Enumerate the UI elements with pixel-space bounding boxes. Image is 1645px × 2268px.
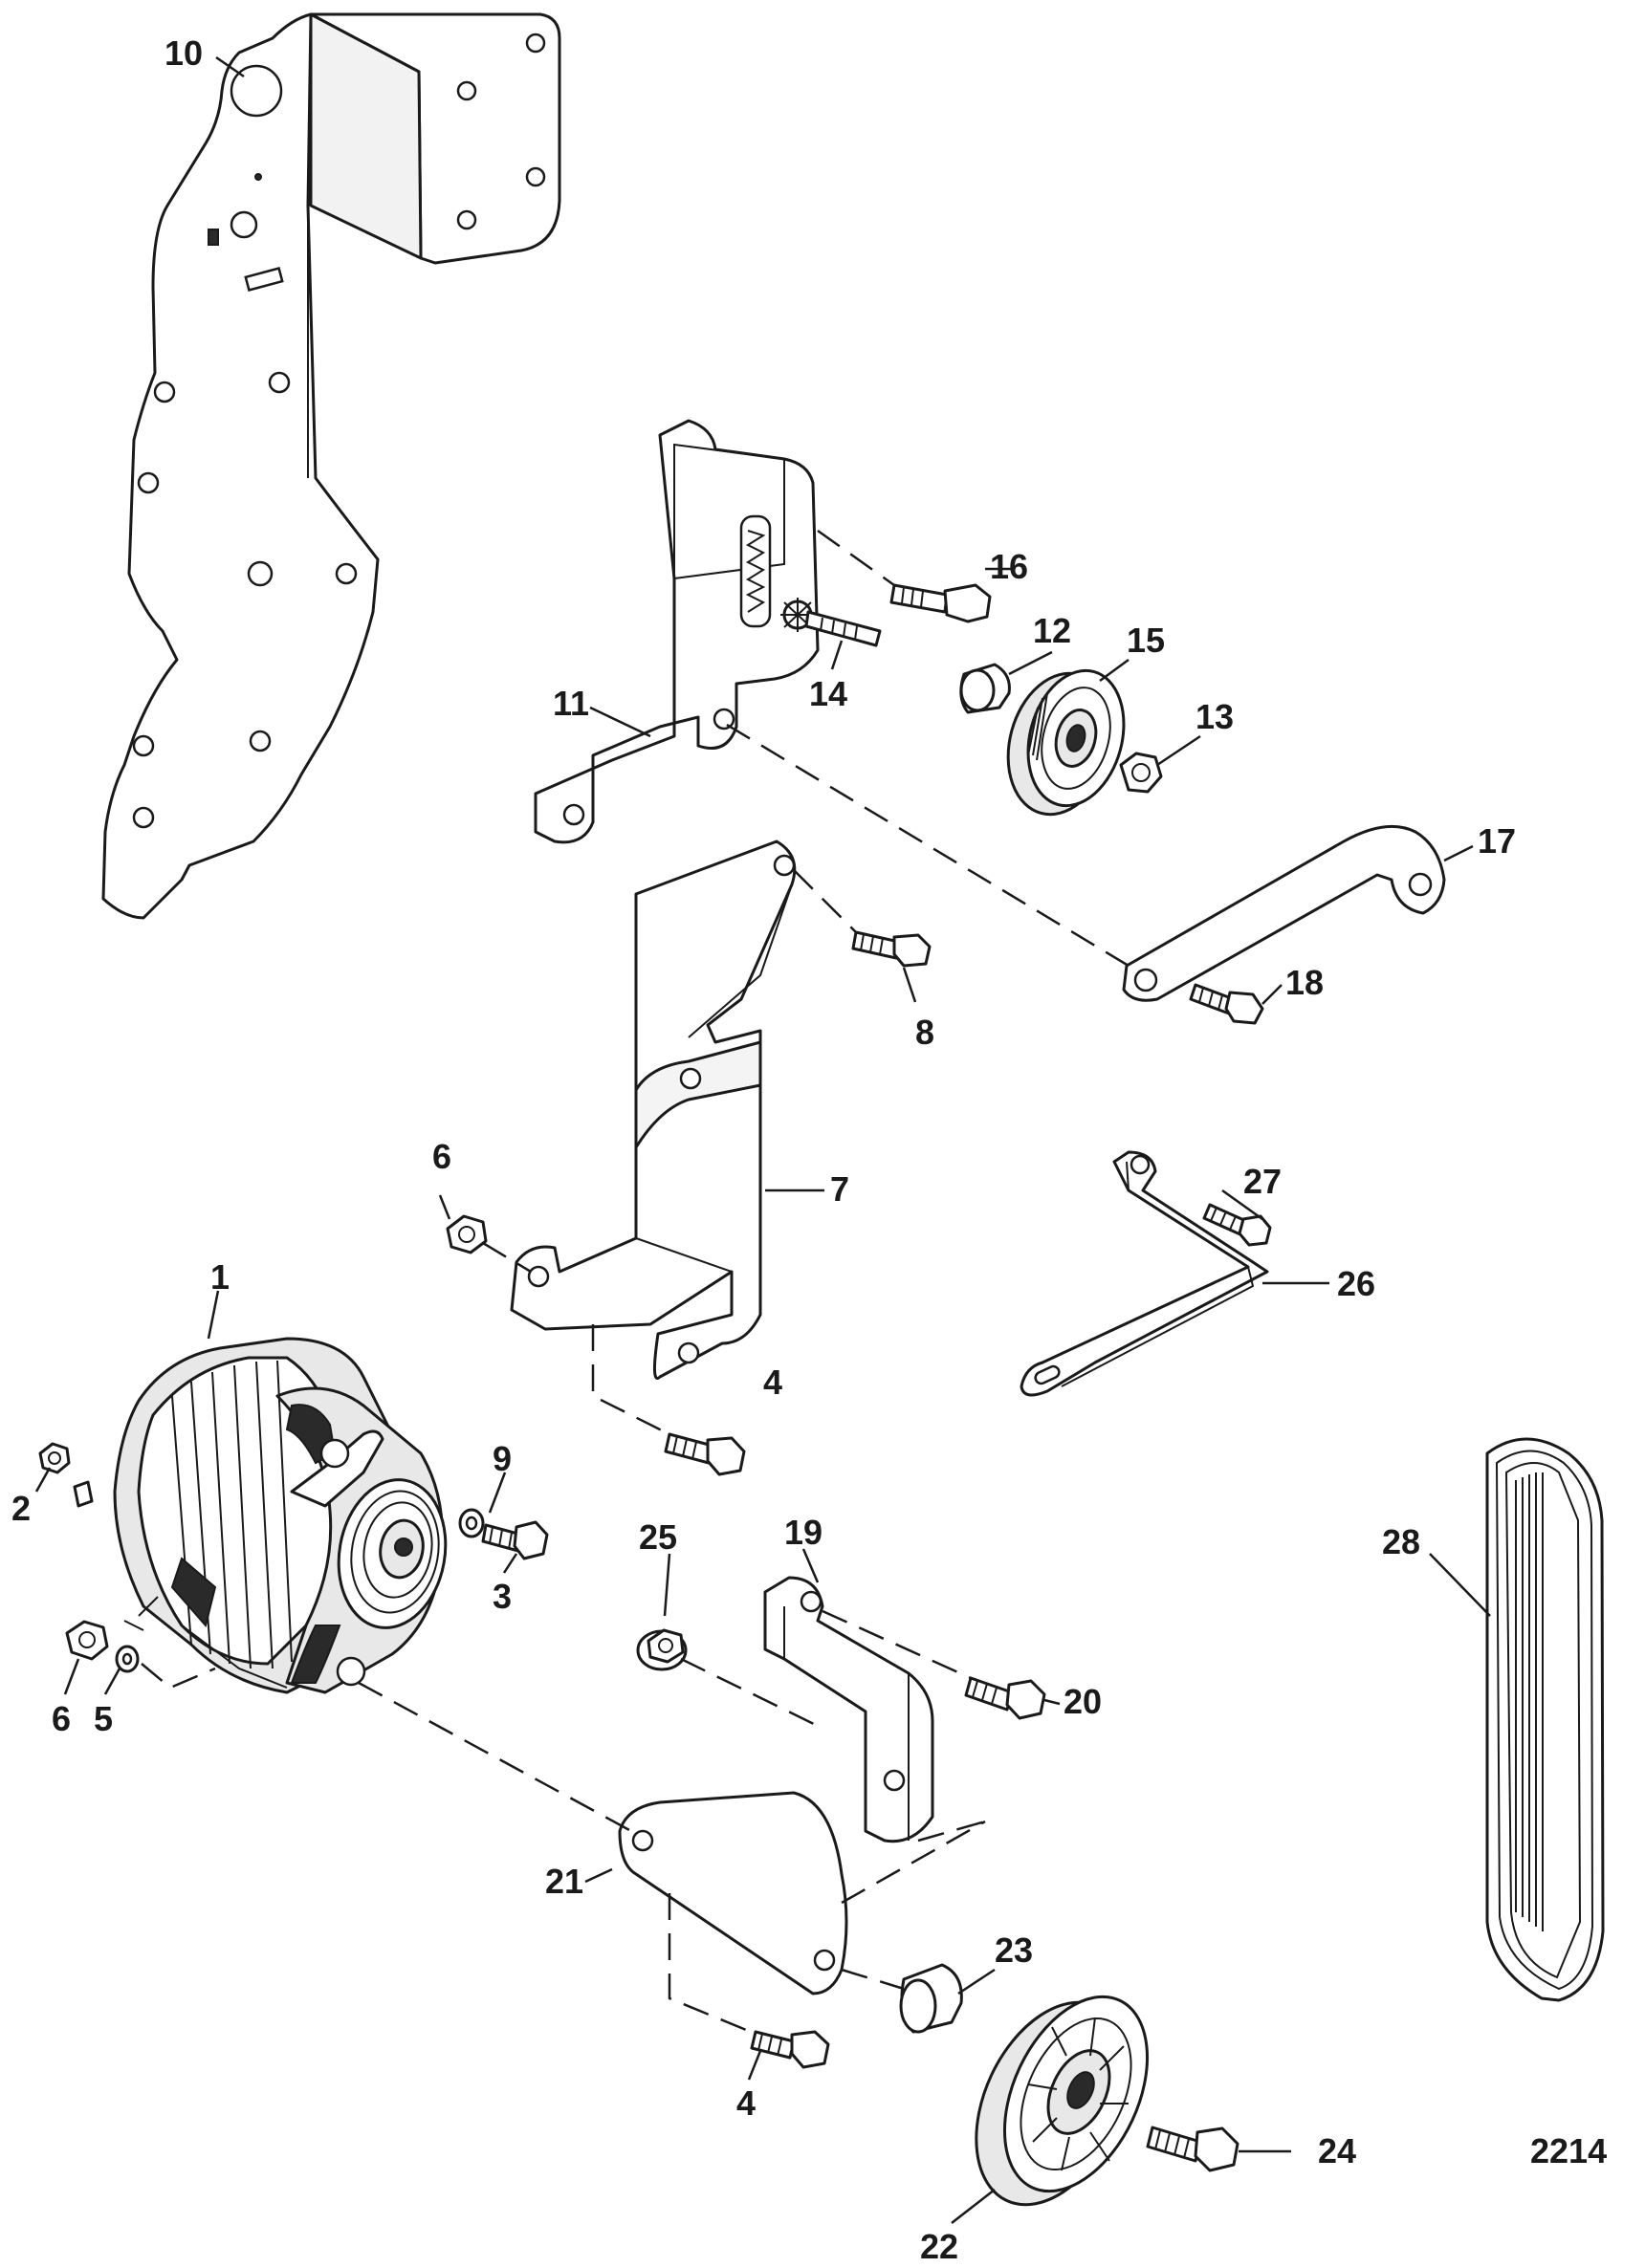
part-2-nut (38, 1442, 71, 1474)
part-6-nut-lower (65, 1620, 109, 1661)
callout-14: 14 (809, 674, 847, 713)
callout-2: 2 (11, 1489, 31, 1528)
callout-12: 12 (1033, 611, 1071, 650)
callout-4-upper: 4 (763, 1363, 782, 1402)
part-13-nut (1119, 752, 1163, 794)
callout-3: 3 (493, 1577, 512, 1616)
part-15-idler-pulley (1006, 668, 1126, 817)
part-6-nut-upper (446, 1214, 532, 1274)
callout-labels: 10 16 12 15 14 11 13 17 18 8 6 7 27 26 1… (11, 33, 1607, 2266)
callout-6-upper: 6 (432, 1137, 451, 1176)
callout-9: 9 (493, 1439, 512, 1478)
part-27-bolt (1202, 1203, 1272, 1247)
callout-24: 24 (1318, 2131, 1356, 2170)
part-14-adjuster (780, 598, 882, 647)
part-28-drive-belt (1485, 1437, 1605, 2002)
callout-19: 19 (784, 1513, 822, 1552)
callout-16: 16 (990, 547, 1028, 586)
part-10-mounting-plate (101, 12, 561, 920)
part-17-support-arm (726, 723, 1446, 1002)
callout-10: 10 (164, 33, 203, 73)
part-5-washer (115, 1645, 216, 1690)
callout-15: 15 (1127, 621, 1165, 660)
callout-21: 21 (545, 1862, 583, 1901)
part-22-large-pulley (975, 1995, 1150, 2207)
callout-6-lower: 6 (52, 1699, 71, 1738)
part-3-bolt (481, 1520, 549, 1560)
part-12-spacer (959, 663, 1011, 714)
callout-17: 17 (1478, 821, 1516, 861)
part-26-strap-bracket (1020, 1150, 1269, 1397)
part-24-bolt (1146, 2126, 1239, 2172)
callout-11: 11 (553, 684, 589, 723)
callout-28: 28 (1382, 1522, 1420, 1561)
part-25-flange-nut (636, 1628, 819, 1728)
leader-lines (34, 55, 1491, 2224)
callout-18: 18 (1285, 963, 1324, 1002)
part-9-washer (458, 1508, 485, 1538)
part-20-bolt (964, 1676, 1046, 1720)
part-19-u-bracket (763, 1576, 972, 1843)
callout-4-lower: 4 (736, 2083, 756, 2123)
callout-25: 25 (639, 1517, 677, 1557)
callout-26: 26 (1337, 1264, 1375, 1303)
callout-20: 20 (1064, 1682, 1102, 1721)
callout-7: 7 (830, 1169, 849, 1209)
callout-27: 27 (1243, 1162, 1282, 1201)
part-23-spacer (899, 1963, 963, 2034)
part-18-bolt (1189, 983, 1264, 1025)
callout-13: 13 (1195, 697, 1234, 736)
callout-5: 5 (94, 1699, 113, 1738)
callout-22: 22 (920, 2227, 958, 2266)
part-7-alternator-bracket (510, 840, 797, 1380)
part-4-bolt-upper (591, 1324, 746, 1476)
part-11-idler-bracket (534, 419, 820, 844)
callout-1: 1 (210, 1257, 230, 1297)
part-8-bolt (793, 869, 932, 968)
reference-number: 2214 (1530, 2131, 1607, 2170)
callout-23: 23 (995, 1930, 1033, 1970)
part-16-bolt (817, 529, 992, 623)
part-1-alternator (73, 1337, 448, 1694)
callout-8: 8 (915, 1013, 934, 1052)
part-21-tensioner-arm (358, 1681, 986, 2034)
part-4-bolt-lower (750, 2030, 830, 2069)
